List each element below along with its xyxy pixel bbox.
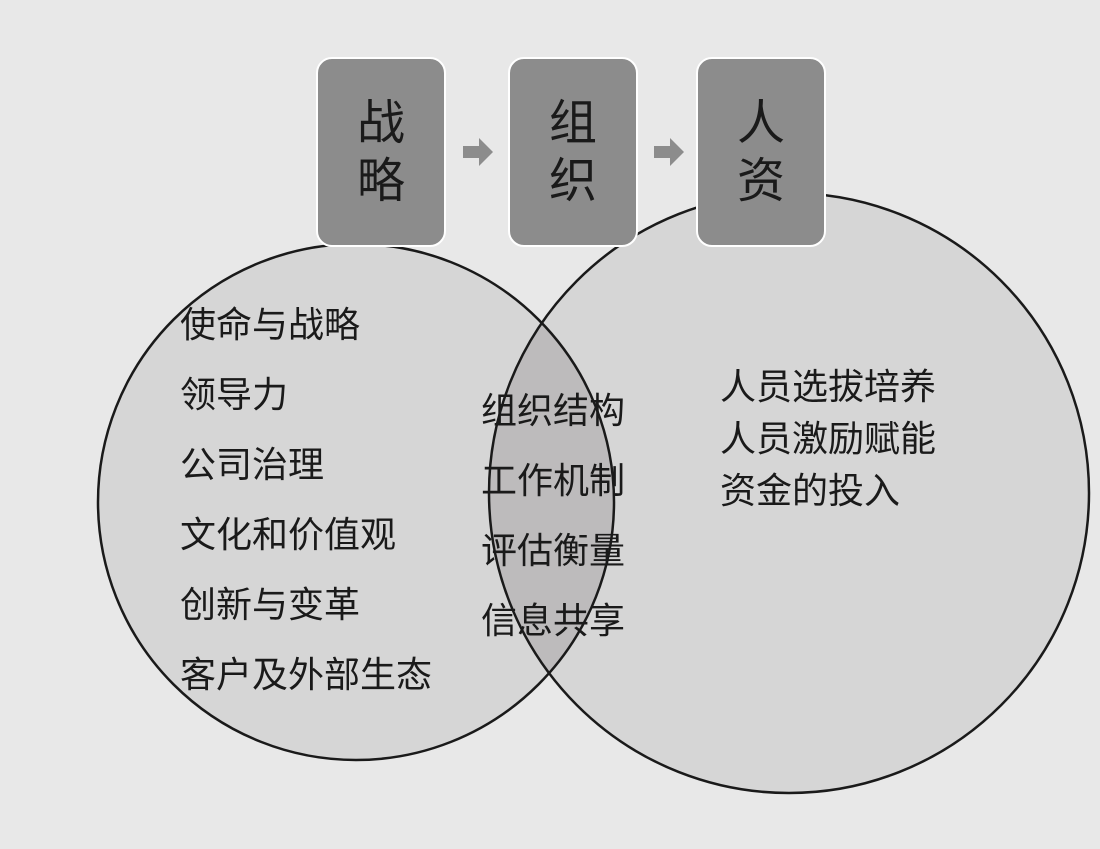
arrow-right-icon (654, 138, 684, 166)
organization-item-list: 组织结构 工作机制 评估衡量 信息共享 (481, 388, 625, 668)
left-circle (98, 244, 614, 760)
header-organization-char-2: 织 (548, 153, 597, 209)
list-item: 领导力 (180, 375, 289, 416)
list-item: 信息共享 (481, 601, 626, 642)
list-item: 组织结构 (481, 391, 626, 432)
header-strategy: 战 略 (316, 57, 446, 247)
header-people-char-2: 资 (736, 153, 785, 209)
header-organization-char-1: 组 (548, 95, 597, 151)
list-item: 工作机制 (481, 461, 626, 502)
list-item: 创新与变革 (180, 585, 361, 626)
list-item: 公司治理 (180, 445, 325, 486)
arrow-right-icon (463, 138, 493, 166)
header-strategy-char-1: 战 (356, 95, 405, 151)
list-item: 文化和价值观 (180, 515, 397, 556)
header-organization: 组 织 (508, 57, 638, 247)
list-item: 人员选拔培养 (720, 367, 937, 408)
strategy-item-list: 使命与战略 领导力 公司治理 文化和价值观 创新与变革 客户及外部生态 (180, 302, 432, 722)
list-item: 客户及外部生态 (180, 655, 433, 696)
right-circle (489, 193, 1089, 793)
list-item: 资金的投入 (720, 471, 901, 512)
list-item: 评估衡量 (481, 531, 626, 572)
list-item: 人员激励赋能 (720, 419, 937, 460)
people-item-list: 人员选拔培养 人员激励赋能 资金的投入 (720, 364, 936, 520)
header-people: 人 资 (696, 57, 826, 247)
list-item: 使命与战略 (180, 305, 361, 346)
header-strategy-char-2: 略 (356, 153, 405, 209)
header-people-char-1: 人 (736, 95, 785, 151)
